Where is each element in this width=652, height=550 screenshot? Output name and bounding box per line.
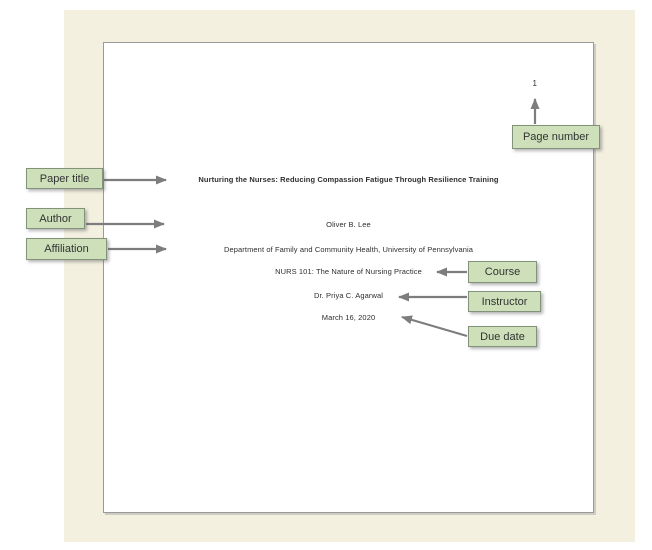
callout-paper-title: Paper title [26, 168, 103, 189]
callout-instructor-label: Instructor [481, 295, 528, 308]
affiliation-text: Department of Family and Community Healt… [223, 245, 474, 254]
page-number-text: 1 [532, 79, 537, 88]
callout-due-date-label: Due date [480, 330, 525, 343]
callout-due-date: Due date [468, 326, 537, 347]
course-text: NURS 101: The Nature of Nursing Practice [275, 267, 422, 276]
callout-page-number: Page number [512, 125, 600, 149]
instructor-text: Dr. Priya C. Agarwal [313, 291, 384, 300]
callout-affiliation: Affiliation [26, 238, 107, 260]
callout-page-number-label: Page number [522, 131, 590, 143]
callout-course: Course [468, 261, 537, 283]
due-date-text: March 16, 2020 [321, 313, 376, 322]
callout-affiliation-label: Affiliation [44, 243, 89, 255]
callout-author: Author [26, 208, 85, 229]
callout-instructor: Instructor [468, 291, 541, 312]
author-text: Oliver B. Lee [326, 220, 371, 229]
callout-author-label: Author [39, 212, 72, 225]
callout-paper-title-label: Paper title [39, 172, 90, 185]
callout-course-label: Course [484, 266, 521, 278]
paper-title-text: Nurturing the Nurses: Reducing Compassio… [198, 175, 499, 184]
